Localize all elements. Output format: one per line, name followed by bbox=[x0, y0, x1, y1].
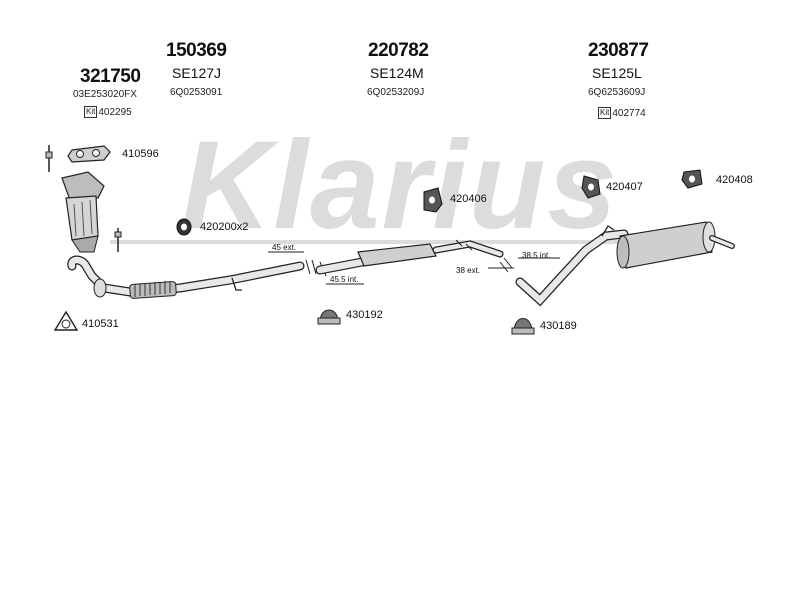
rubber-hanger-420200[interactable] bbox=[176, 218, 192, 236]
label-410531: 410531 bbox=[82, 318, 119, 330]
label-420200: 420200x2 bbox=[200, 221, 249, 233]
part-number-220782: 220782 bbox=[368, 40, 429, 61]
rubber-hanger-420406[interactable] bbox=[423, 187, 443, 213]
rubber-hanger-420407[interactable] bbox=[581, 175, 601, 199]
oem-number-220782: 6Q0253209J bbox=[367, 87, 425, 98]
oem-number-150369: 6Q0253091 bbox=[170, 87, 223, 98]
catalytic-converter-321750[interactable] bbox=[61, 171, 105, 253]
kit-badge: Kit bbox=[598, 107, 612, 119]
clamp-430192[interactable] bbox=[317, 309, 341, 325]
dimension-45-5-int: 45.5 int. bbox=[330, 275, 359, 284]
rear-silencer-230877[interactable] bbox=[515, 221, 735, 307]
gasket-410596[interactable] bbox=[67, 145, 111, 163]
lambda-sensor-stud bbox=[45, 145, 53, 172]
oem-number-230877: 6Q6253609J bbox=[588, 87, 646, 98]
joint-marker-rear bbox=[488, 257, 560, 273]
part-number-150369: 150369 bbox=[166, 40, 227, 61]
label-420407: 420407 bbox=[606, 181, 643, 193]
front-pipe-sensor bbox=[114, 228, 122, 252]
label-420406: 420406 bbox=[450, 193, 487, 205]
part-code-SE124M: SE124M bbox=[370, 65, 424, 81]
part-number-230877: 230877 bbox=[588, 40, 649, 61]
clamp-430189[interactable] bbox=[511, 318, 535, 335]
oem-number-321750: 03E253020FX bbox=[73, 89, 137, 100]
dimension-38-5-int: 38.5 int. bbox=[522, 251, 551, 260]
middle-silencer-220782[interactable] bbox=[315, 239, 504, 275]
part-code-SE125L: SE125L bbox=[592, 65, 642, 81]
label-420408: 420408 bbox=[716, 174, 753, 186]
part-code-SE127J: SE127J bbox=[172, 65, 222, 81]
kit-number-label: 402774 bbox=[612, 108, 646, 119]
label-430192: 430192 bbox=[346, 309, 383, 321]
front-pipe-150369[interactable] bbox=[67, 255, 305, 299]
label-410596: 410596 bbox=[122, 148, 159, 160]
label-430189: 430189 bbox=[540, 320, 577, 332]
brand-watermark: Klarius bbox=[181, 116, 619, 255]
sealing-ring-410531[interactable] bbox=[53, 310, 79, 331]
kit-number-label: 402295 bbox=[98, 107, 132, 118]
part-number-321750: 321750 bbox=[80, 66, 141, 87]
dimension-45-ext: 45 ext. bbox=[272, 243, 297, 252]
rubber-hanger-420408[interactable] bbox=[681, 169, 703, 189]
dimension-38-ext: 38 ext. bbox=[456, 266, 481, 275]
kit-badge: Kit bbox=[84, 106, 98, 118]
